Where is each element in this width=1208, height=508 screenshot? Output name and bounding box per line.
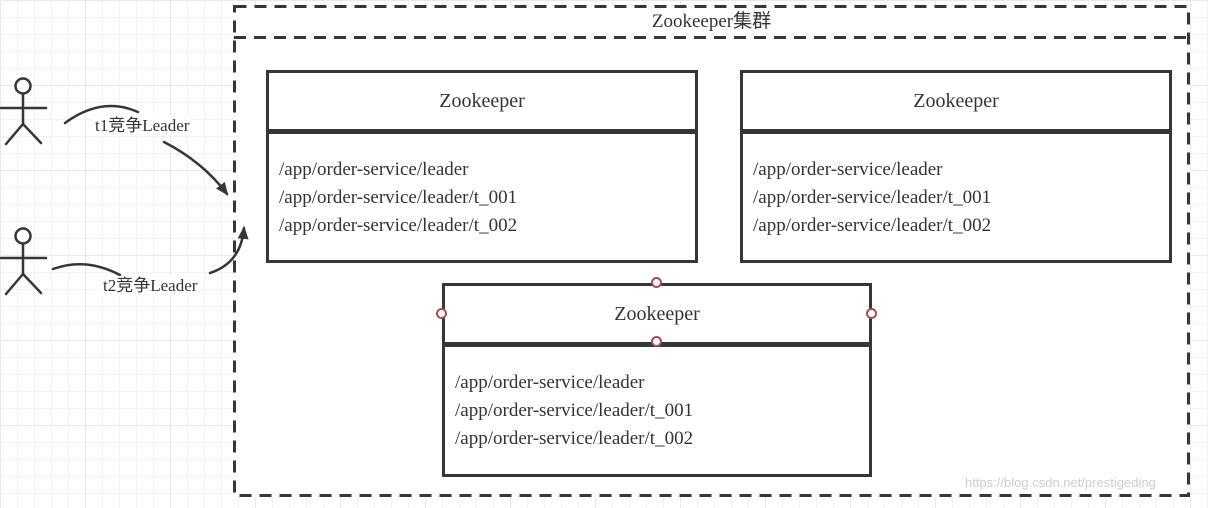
t2-connector-arc [51, 263, 122, 277]
zookeeper-node-1[interactable]: Zookeeper /app/order-service/leader /app… [266, 70, 698, 263]
zookeeper-node-2-body: /app/order-service/leader /app/order-ser… [743, 134, 1169, 240]
t1-connector-label[interactable]: t1竞争Leader [93, 116, 192, 136]
actor-2-person-icon[interactable] [0, 227, 48, 296]
t2-connector[interactable] [51, 226, 249, 277]
znode-path: /app/order-service/leader/t_001 [455, 400, 694, 421]
znode-path: /app/order-service/leader [753, 159, 943, 180]
selection-handle-bottom[interactable] [651, 336, 662, 347]
znode-path: /app/order-service/leader/t_002 [753, 215, 992, 236]
actor-1-leg-right [21, 122, 43, 145]
cluster-title: Zookeeper集群 [651, 11, 772, 32]
actor-1-person-icon[interactable] [0, 77, 48, 146]
actor-1-leg-left [4, 122, 25, 146]
selection-handle-left[interactable] [436, 308, 447, 319]
zookeeper-node-2[interactable]: Zookeeper /app/order-service/leader /app… [740, 70, 1172, 263]
zookeeper-node-3-body: /app/order-service/leader /app/order-ser… [445, 347, 869, 453]
zookeeper-node-3[interactable]: Zookeeper /app/order-service/leader /app… [442, 283, 872, 477]
zookeeper-node-2-title: Zookeeper [743, 73, 1169, 134]
znode-path: /app/order-service/leader/t_002 [455, 428, 694, 449]
znode-path: /app/order-service/leader/t_001 [753, 187, 992, 208]
actor-1-head [14, 77, 32, 95]
znode-path: /app/order-service/leader [279, 159, 469, 180]
znode-path: /app/order-service/leader/t_002 [279, 215, 518, 236]
zookeeper-node-1-body: /app/order-service/leader /app/order-ser… [269, 134, 695, 240]
znode-path: /app/order-service/leader/t_001 [279, 187, 518, 208]
watermark: https://blog.csdn.net/prestigeding [965, 475, 1156, 490]
actor-2-head [14, 227, 32, 245]
actor-2-leg-right [21, 272, 43, 295]
selection-handle-top[interactable] [651, 277, 662, 288]
actor-2-leg-left [4, 272, 25, 296]
selection-handle-right[interactable] [866, 308, 877, 319]
t1-connector-arrow [162, 140, 229, 196]
zookeeper-node-1-title: Zookeeper [269, 73, 695, 134]
znode-path: /app/order-service/leader [455, 372, 645, 393]
t2-connector-label[interactable]: t2竞争Leader [101, 276, 200, 296]
